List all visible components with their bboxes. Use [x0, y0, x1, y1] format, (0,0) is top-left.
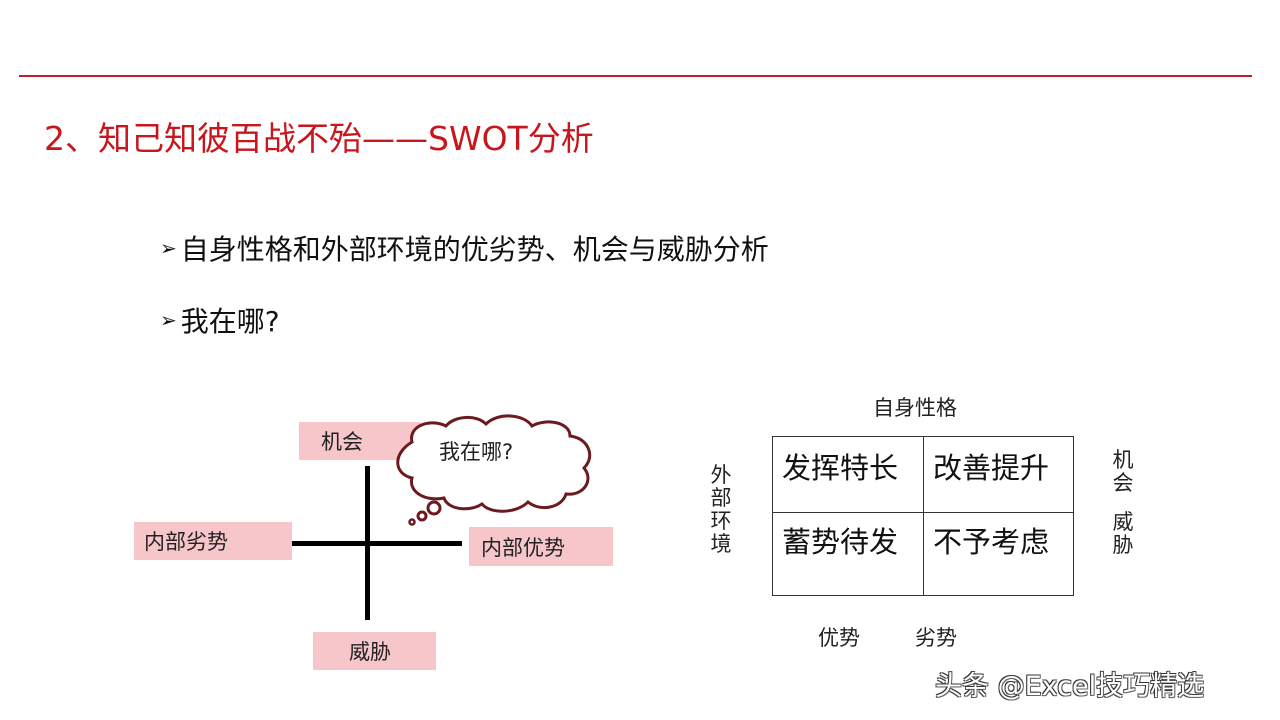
- thought-cloud-icon: [396, 414, 592, 526]
- matrix-bottom-label-strength: 优势: [818, 626, 860, 650]
- opportunity-label: 机会: [321, 430, 363, 454]
- swot-matrix: 发挥特长 改善提升 蓄势待发 不予考虑: [772, 436, 1074, 596]
- matrix-bottom-label-weakness: 劣势: [915, 626, 957, 650]
- bullet-text: 自身性格和外部环境的优劣势、机会与威胁分析: [180, 233, 769, 266]
- watermark: 头条 @Excel技巧精选: [935, 671, 1205, 702]
- opportunity-box: 机会: [299, 422, 421, 460]
- bullet-item: ➢ 自身性格和外部环境的优劣势、机会与威胁分析: [160, 228, 769, 268]
- weakness-box: 内部劣势: [134, 522, 292, 560]
- matrix-cell: 发挥特长: [782, 451, 899, 485]
- matrix-divider-horizontal: [773, 512, 1073, 513]
- matrix-right-label-opportunity: 机会: [1112, 448, 1134, 495]
- matrix-right-label-threat: 威胁: [1112, 510, 1134, 557]
- matrix-left-label: 外部环境: [710, 463, 732, 556]
- header-rule: [19, 75, 1252, 77]
- slide-title: 2、知己知彼百战不殆——SWOT分析: [44, 119, 594, 158]
- matrix-cell: 蓄势待发: [782, 525, 899, 559]
- matrix-cell: 不予考虑: [933, 525, 1050, 559]
- threat-label: 威胁: [349, 640, 391, 664]
- arrow-bullet-icon: ➢: [160, 236, 177, 260]
- strength-label: 内部优势: [481, 535, 565, 560]
- bullet-item: ➢ 我在哪?: [160, 300, 280, 340]
- arrow-bullet-icon: ➢: [160, 308, 177, 332]
- weakness-label: 内部劣势: [144, 530, 228, 554]
- matrix-divider-vertical: [923, 437, 924, 595]
- matrix-cell: 改善提升: [933, 451, 1050, 485]
- strength-box: 内部优势: [469, 527, 613, 566]
- bullet-text: 我在哪?: [180, 305, 280, 338]
- matrix-top-label: 自身性格: [873, 396, 957, 420]
- threat-box: 威胁: [313, 632, 436, 670]
- thought-bubble-text: 我在哪?: [439, 440, 514, 464]
- horizontal-axis: [292, 541, 462, 546]
